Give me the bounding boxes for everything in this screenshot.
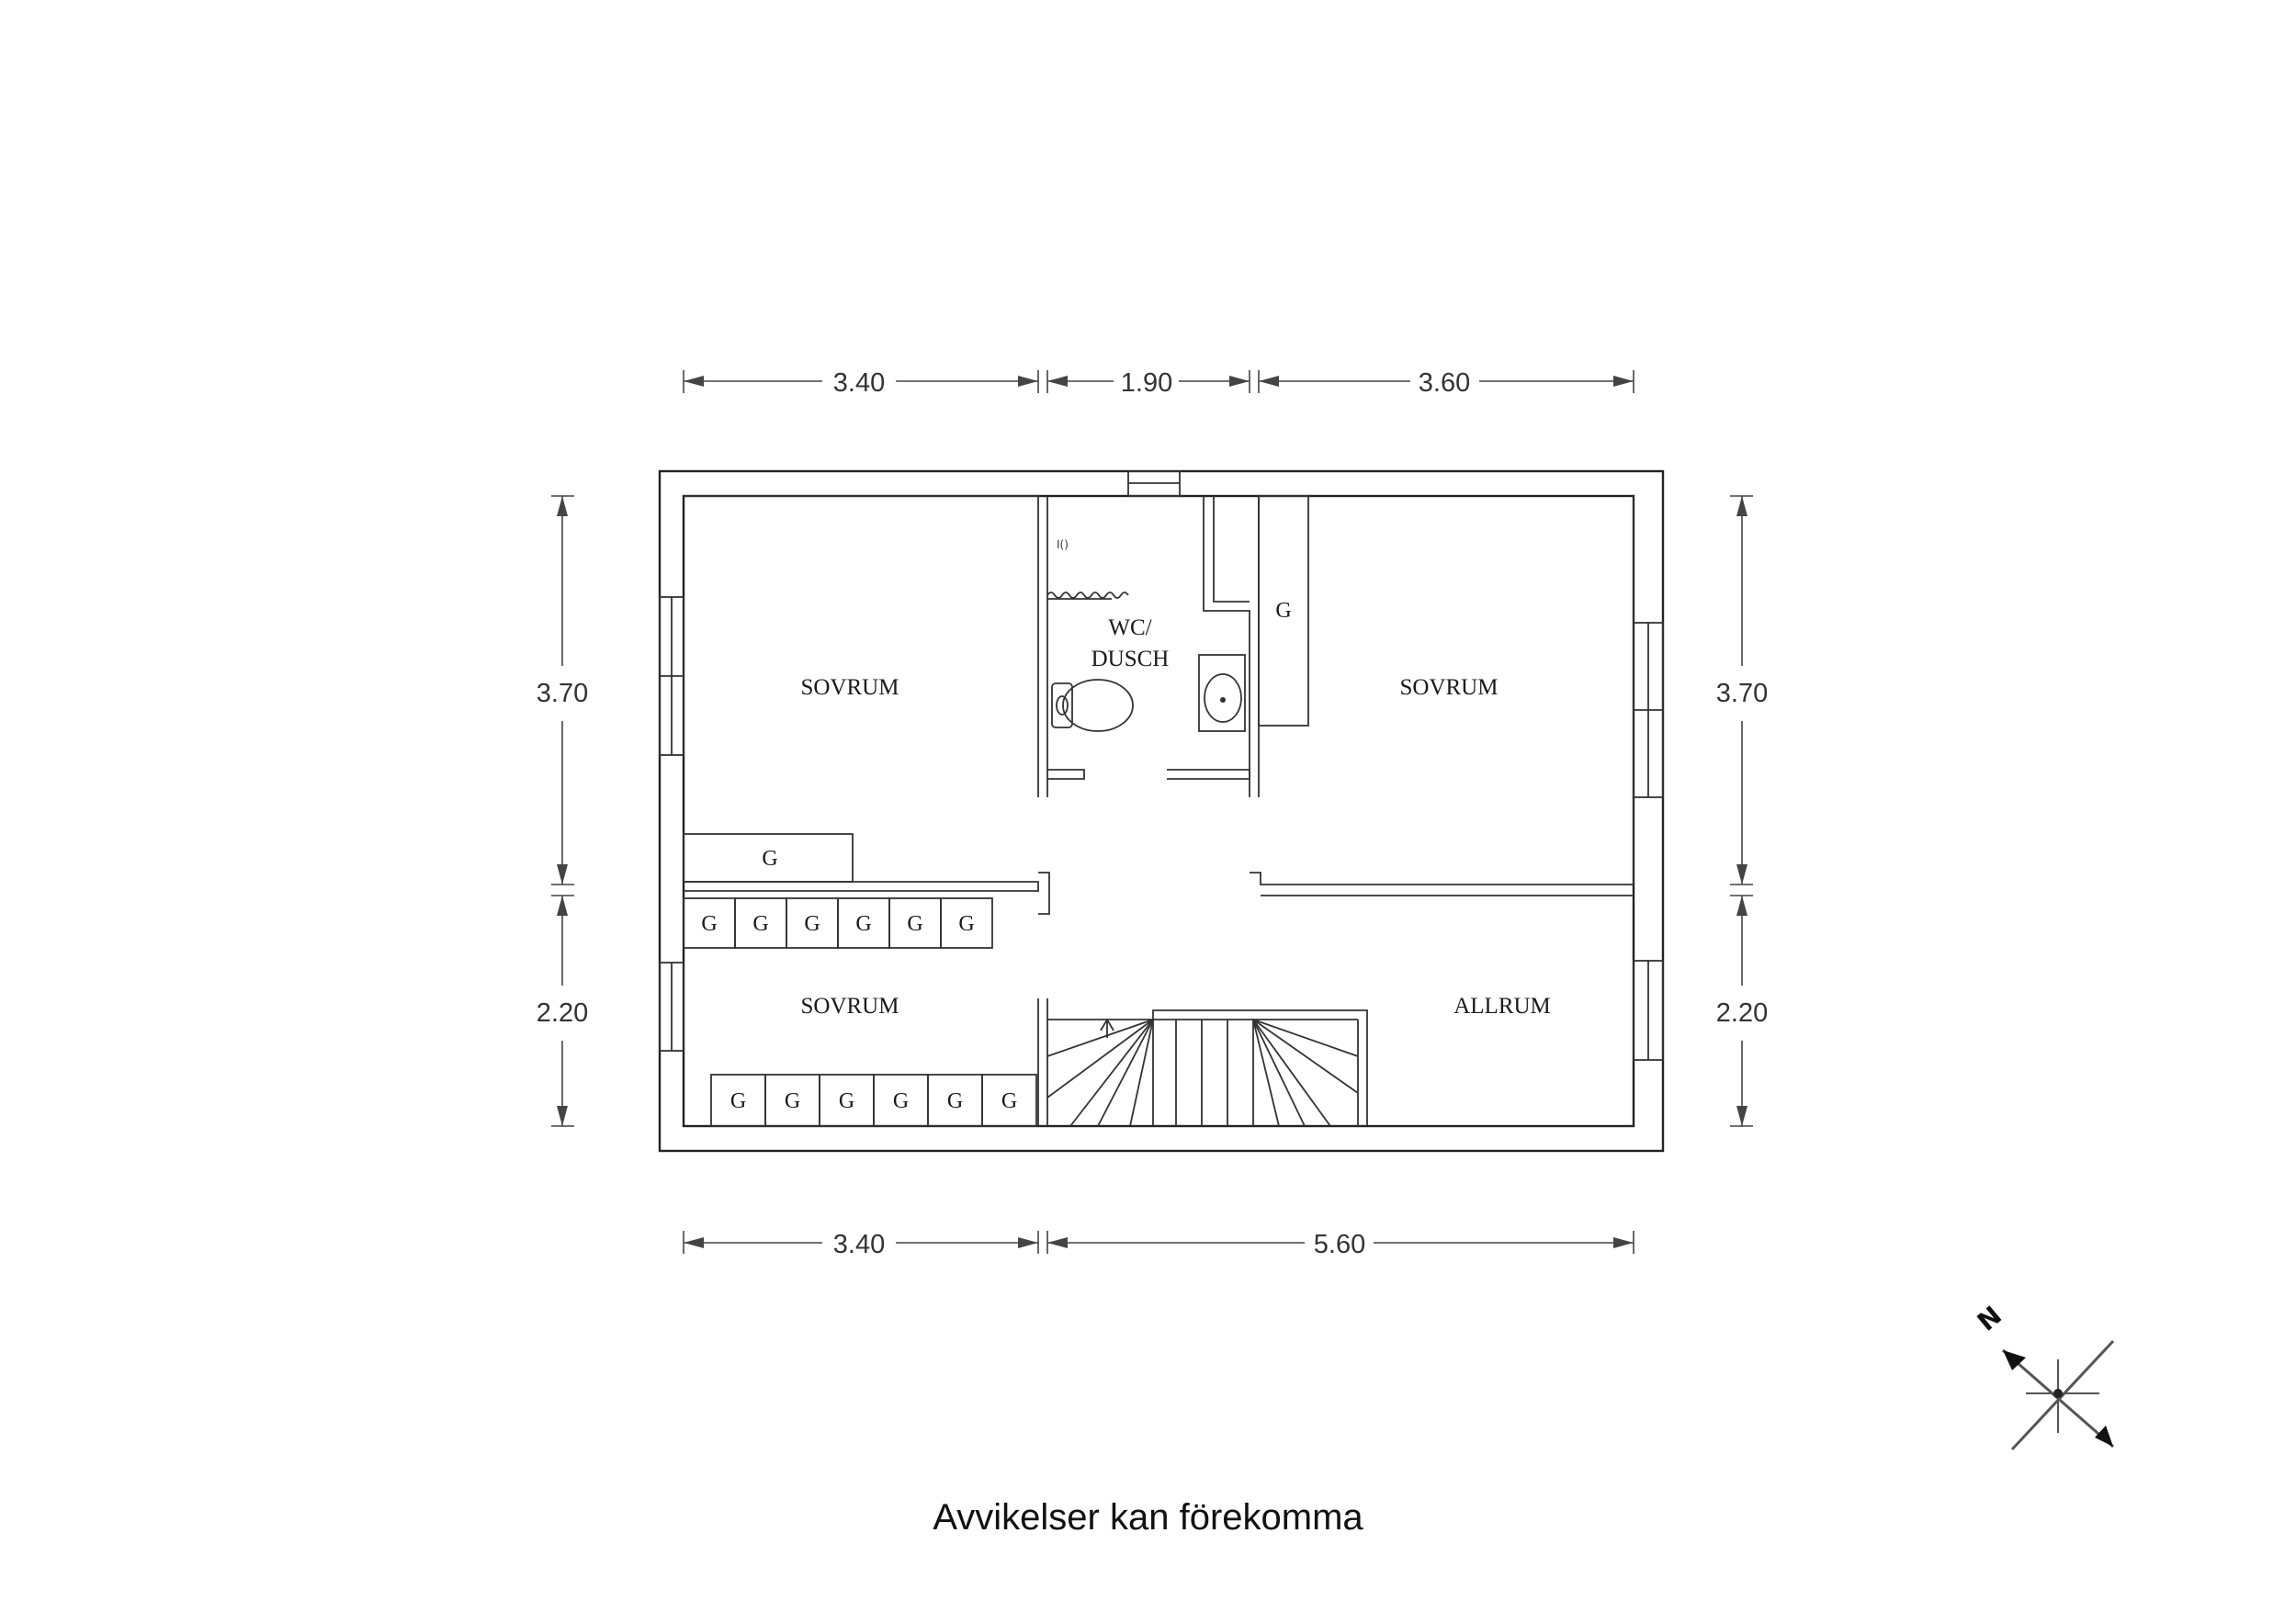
closet-label: G	[958, 912, 974, 936]
closet-label: G	[855, 912, 871, 936]
closet-label: G	[762, 847, 777, 871]
closet-label: G	[1001, 1089, 1017, 1113]
radiator-icon	[1046, 592, 1129, 599]
room-label-allrum: ALLRUM	[1453, 994, 1551, 1019]
closet-label: G	[730, 1089, 746, 1113]
dimension-left: 3.70 2.20	[537, 495, 588, 1127]
outer-walls	[658, 469, 1665, 1153]
dimension-top: 3.40 1.90 3.60	[683, 368, 1634, 398]
dimension-lines: 3.40 1.90 3.60 3.40 5.60	[537, 368, 1768, 1259]
room-label-sovrum-bottom: SOVRUM	[801, 994, 899, 1019]
closet-label: G	[785, 1089, 800, 1113]
compass-north-label: N	[1972, 1300, 2008, 1336]
closet-label: G	[752, 912, 768, 936]
dimension-label: 1.90	[1121, 368, 1172, 398]
room-label-sovrum-left: SOVRUM	[801, 675, 899, 700]
dimension-label: 2.20	[537, 998, 588, 1028]
closets: G G G G G G G G G G G G G G	[683, 495, 1309, 1127]
dimension-label: 3.60	[1419, 368, 1470, 398]
closet-label: G	[701, 912, 717, 936]
dimension-label: 5.60	[1314, 1230, 1365, 1259]
closet-label: G	[947, 1089, 963, 1113]
dimension-bottom: 3.40 5.60	[683, 1230, 1634, 1259]
room-label-dusch: DUSCH	[1091, 647, 1170, 671]
closet-label: G	[839, 1089, 854, 1113]
compass-rose-icon: N	[1972, 1300, 2115, 1451]
closet-cell	[940, 897, 993, 949]
dimension-label: 3.40	[833, 368, 885, 398]
dimension-label: 3.40	[833, 1230, 885, 1259]
dimension-right: 3.70 2.20	[1716, 495, 1768, 1127]
room-labels: SOVRUM WC/ DUSCH SOVRUM SOVRUM ALLRUM	[801, 615, 1551, 1019]
dimension-label: 2.20	[1716, 998, 1768, 1028]
interior-walls	[684, 470, 1634, 1126]
room-label-sovrum-right: SOVRUM	[1400, 675, 1499, 700]
closet-cell	[981, 1074, 1037, 1127]
staircase	[1046, 1018, 1359, 1127]
dimension-label: 3.70	[1716, 679, 1768, 708]
dimension-label: 3.70	[537, 679, 588, 708]
bathroom-fixtures: I()	[1046, 538, 1246, 732]
closet-label: G	[907, 912, 922, 936]
room-label-wc: WC/	[1108, 615, 1151, 640]
closet-label: G	[804, 912, 820, 936]
closet-label: G	[893, 1089, 909, 1113]
disclaimer-text: Avvikelser kan förekomma	[933, 1497, 1363, 1538]
toilet-icon	[1051, 679, 1134, 732]
sink-icon	[1198, 654, 1246, 732]
windows	[659, 596, 1664, 1061]
closet-label: G	[1275, 599, 1291, 623]
shower-valve-icon: I()	[1057, 538, 1069, 551]
